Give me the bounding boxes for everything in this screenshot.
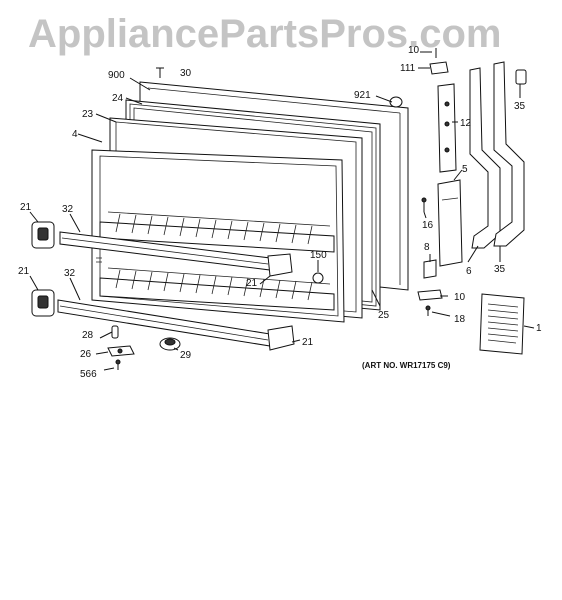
callout-4: 4: [72, 129, 78, 140]
callout-32-lower: 32: [64, 268, 76, 279]
callout-10-top: 10: [408, 45, 420, 56]
callout-21-d: 21: [302, 337, 314, 348]
callout-29: 29: [180, 350, 192, 361]
part-5-hinge-plate: [437, 179, 463, 267]
callout-30: 30: [180, 68, 192, 79]
leader-lines: [29, 51, 535, 371]
callout-35-top: 35: [514, 101, 526, 112]
part-8-shim: [423, 259, 437, 279]
part-12-handle-bracket: [437, 83, 457, 173]
callout-32-upper: 32: [62, 204, 74, 215]
callout-566: 566: [80, 369, 97, 380]
callout-23: 23: [82, 109, 94, 120]
callout-35-bottom: 35: [494, 264, 506, 275]
end-cap-left-lower: [31, 289, 55, 317]
callout-labels: 900 30 10 111 35 921 24 23 12 4 5 21 32 …: [18, 45, 542, 380]
callout-12: 12: [460, 118, 472, 129]
callout-8: 8: [424, 242, 430, 253]
callout-5: 5: [462, 164, 468, 175]
part-18-screw: [425, 305, 431, 316]
callout-111: 111: [400, 63, 416, 74]
end-cap-left-upper: [31, 221, 55, 249]
end-cap-right-lower: [267, 325, 295, 351]
part-35-cap: [515, 69, 527, 85]
callout-900: 900: [108, 70, 125, 81]
part-16-screw: [421, 197, 427, 212]
watermark-text: AppliancePartsPros.com: [28, 12, 502, 56]
callout-24: 24: [112, 93, 124, 104]
callout-28: 28: [82, 330, 94, 341]
part-28-pin: [111, 325, 119, 339]
part-29-foot: [159, 337, 181, 351]
callout-16: 16: [422, 220, 434, 231]
art-number-label: (ART NO. WR17175 C9): [362, 361, 451, 370]
callout-18: 18: [454, 314, 466, 325]
callout-10-bottom: 10: [454, 292, 466, 303]
callout-150: 150: [310, 250, 327, 261]
callout-21-a: 21: [20, 202, 32, 213]
callout-21-c: 21: [18, 266, 30, 277]
callout-6: 6: [466, 266, 472, 277]
part-6-handle: [469, 67, 501, 249]
part-10-bottom-hinge: [417, 289, 443, 301]
callout-1: 1: [536, 323, 542, 334]
part-150-plug: [312, 272, 324, 284]
callout-25: 25: [378, 310, 390, 321]
part-30-screw: [156, 67, 164, 78]
callout-21-b: 21: [246, 278, 258, 289]
callout-26: 26: [80, 349, 92, 360]
part-566-screw: [115, 359, 121, 370]
door-inner-liner: [91, 149, 345, 323]
part-1-manual: [479, 293, 525, 355]
part-921-plug: [389, 96, 403, 108]
part-26-bracket: [107, 345, 135, 357]
end-cap-right-upper: [267, 253, 293, 277]
callout-921: 921: [354, 90, 371, 101]
part-111-hinge-top: [429, 61, 449, 75]
